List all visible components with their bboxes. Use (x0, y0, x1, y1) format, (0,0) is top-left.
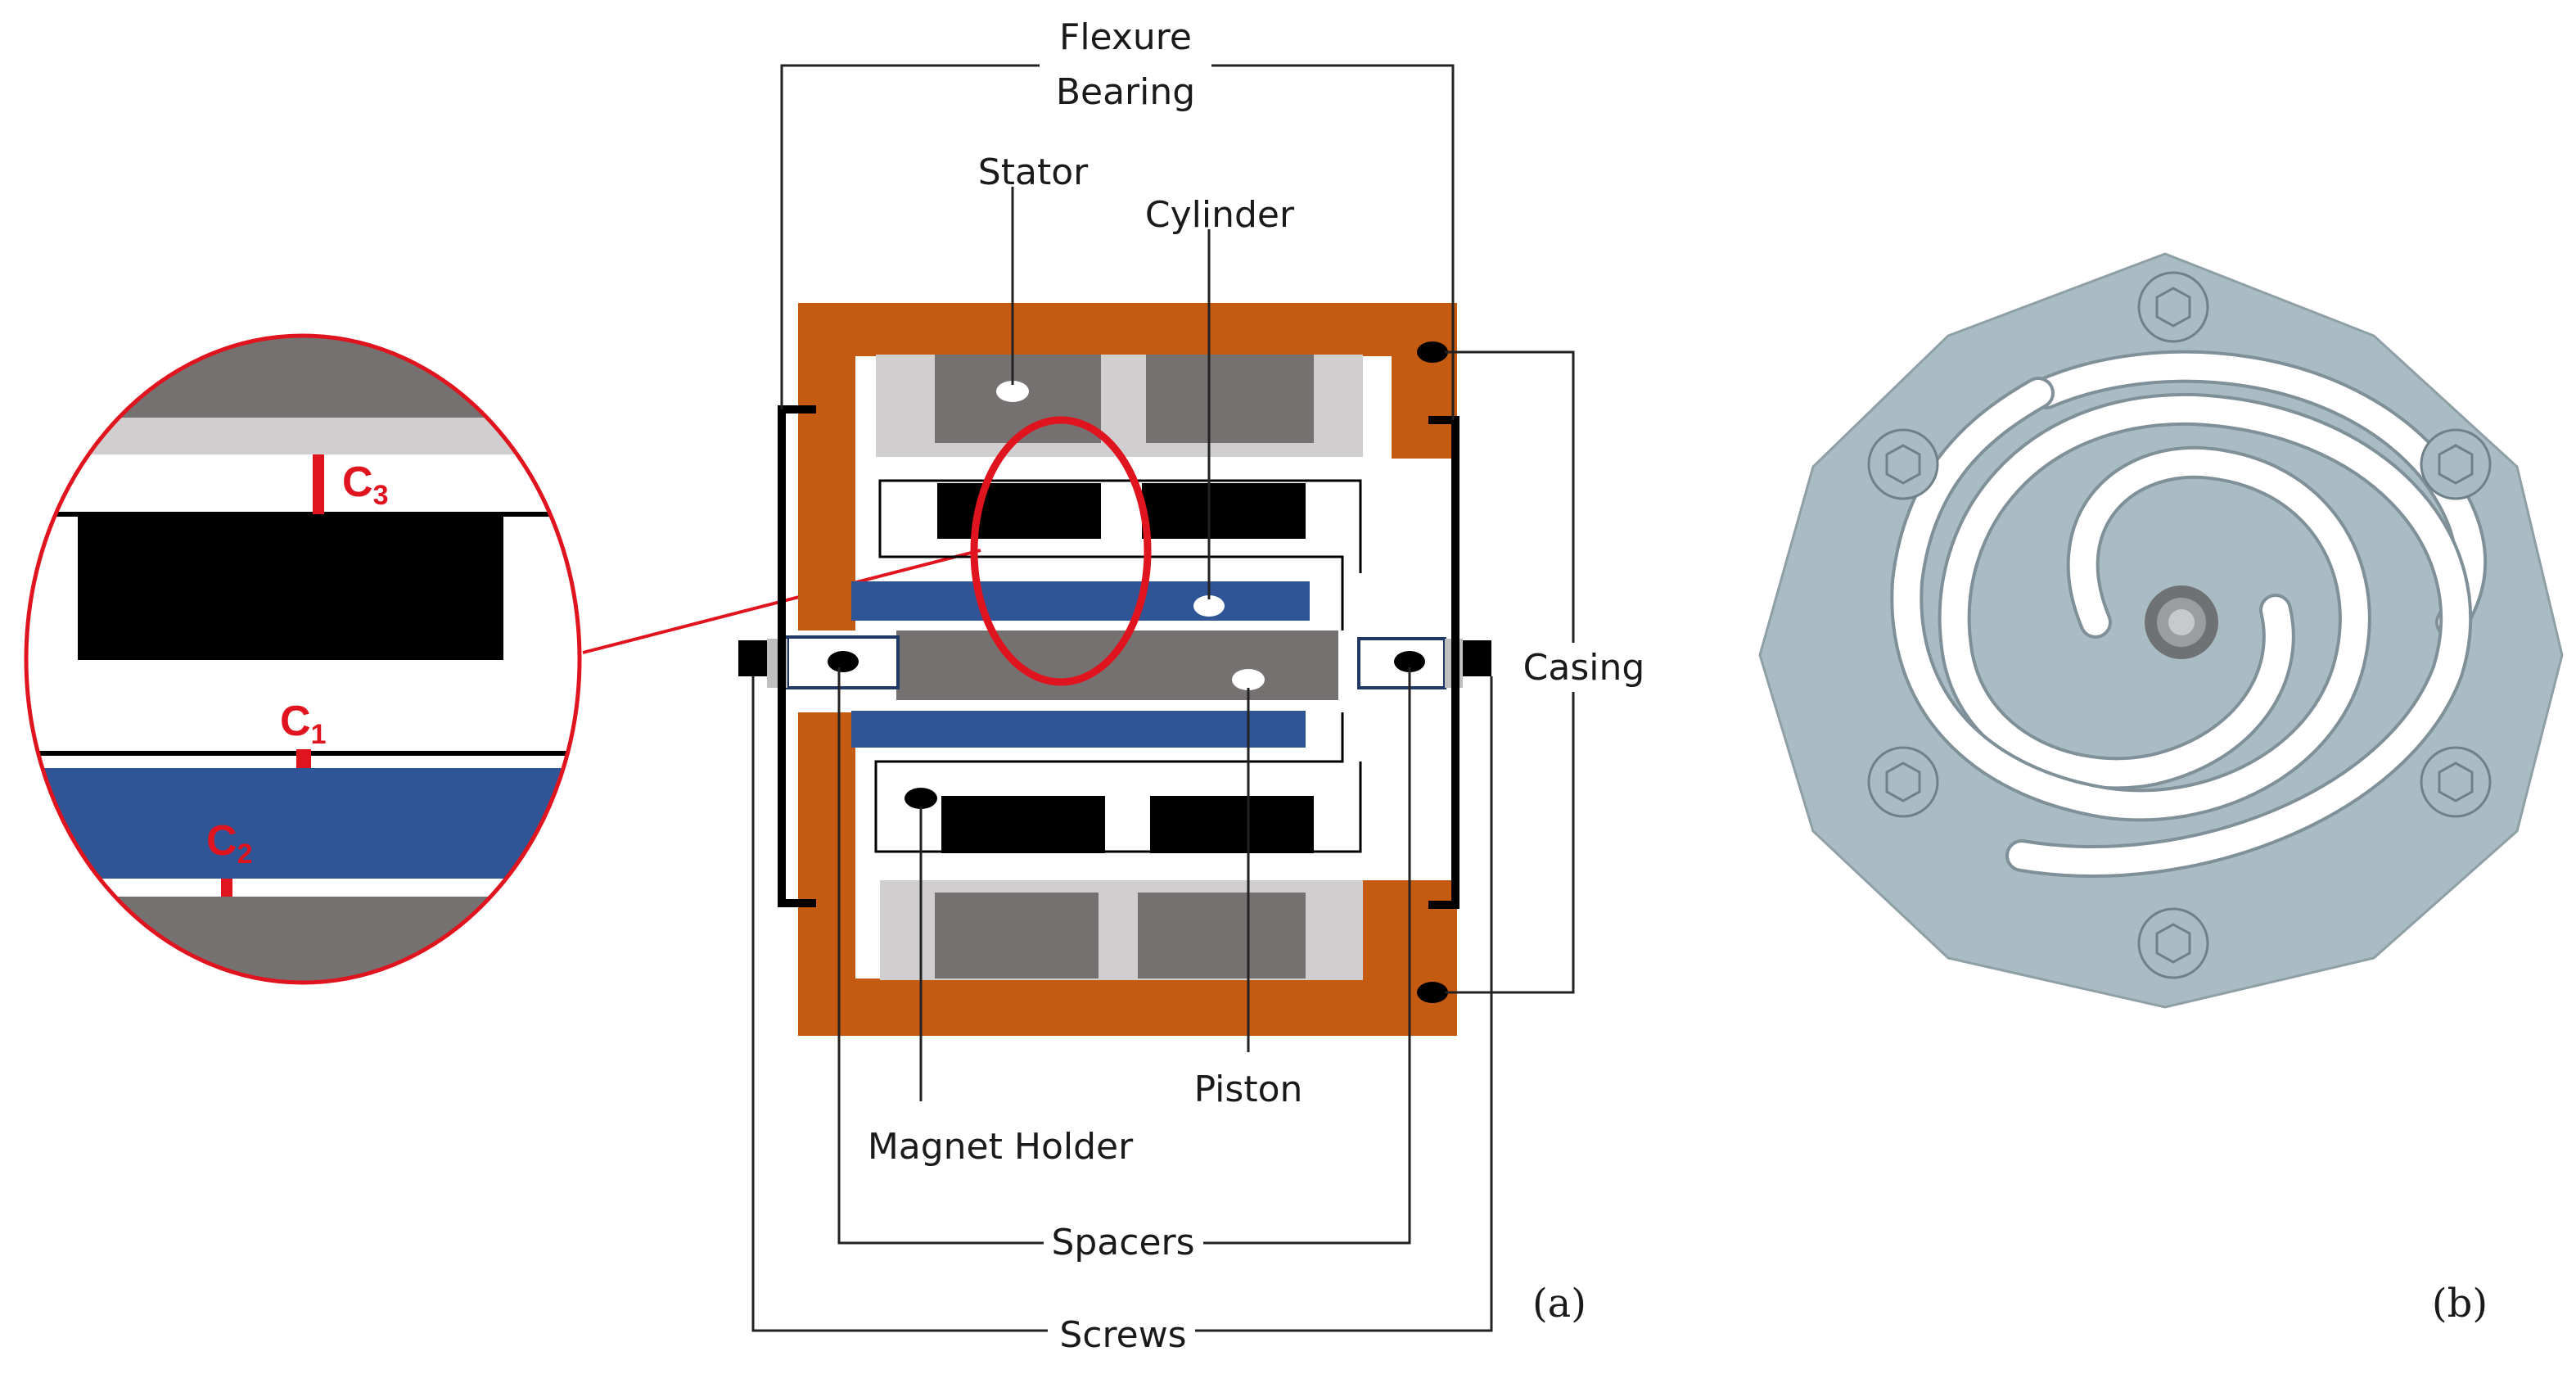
magnet-bottom-2 (1150, 796, 1314, 853)
screw-head-left (738, 640, 767, 676)
clearance-c2-label: C (206, 817, 237, 865)
stator-bottom-iron-2 (1138, 893, 1306, 978)
zoom-outline (24, 333, 582, 985)
spacer-right-dot (1394, 651, 1425, 672)
label-spacers: Spacers (1051, 1222, 1194, 1263)
caption-a: (a) (1532, 1281, 1586, 1327)
svg-text:C1: C1 (280, 698, 326, 750)
piston (896, 630, 1338, 700)
label-flexure-line2: Bearing (1056, 71, 1195, 113)
label-magnet-holder: Magnet Holder (868, 1126, 1134, 1168)
clearance-c3-sub: 3 (373, 480, 389, 511)
magnet-holder-bottom (874, 712, 1362, 853)
clearance-c2-sub: 2 (237, 838, 253, 870)
cross-section: Flexure Bearing Stator Cylinder Casing P… (738, 12, 1658, 1358)
label-stator: Stator (978, 151, 1089, 193)
label-piston: Piston (1194, 1069, 1303, 1110)
label-flexure-line1: Flexure (1059, 16, 1192, 58)
magnet-top-1 (937, 483, 1101, 539)
piston-dot (1232, 669, 1265, 690)
clearance-c3-label: C (342, 459, 373, 506)
cylinder-bottom (851, 711, 1306, 748)
casing-dot-top (1417, 341, 1448, 363)
spacer-left-dot (828, 651, 859, 672)
zoom-magnet (78, 514, 503, 660)
stator-dot (996, 381, 1029, 402)
stator-bottom-iron-1 (935, 893, 1099, 978)
casing-dot-bottom (1417, 982, 1448, 1003)
cylinder-top (851, 581, 1310, 621)
clearance-c3-marker (313, 454, 324, 514)
magnet-holder-dot (905, 788, 937, 809)
caption-b: (b) (2432, 1281, 2488, 1327)
bolt-lower-left (1867, 746, 1939, 818)
zoom-stator-band (26, 336, 580, 418)
flexure-bearing-plate: (b) (1758, 252, 2564, 1327)
zoom-cylinder (26, 768, 580, 879)
clearance-c2-marker (221, 879, 232, 897)
magnet-top-2 (1142, 483, 1306, 539)
zoom-region-highlight (970, 416, 1152, 686)
label-cylinder: Cylinder (1145, 194, 1295, 236)
svg-text:C3: C3 (342, 459, 388, 511)
clearance-c1-marker (296, 749, 311, 768)
magnet-holder-top (878, 479, 1362, 630)
svg-text:C2: C2 (206, 817, 252, 870)
clearance-c1-sub: 1 (311, 719, 327, 750)
bolt-top (2137, 271, 2209, 343)
label-casing: Casing (1523, 647, 1645, 689)
bolt-upper-right (2420, 428, 2492, 500)
clearance-c1-label: C (280, 698, 311, 745)
bolt-lower-right (2420, 746, 2492, 818)
bolt-bottom (2137, 907, 2209, 979)
flexure-bearing-left (778, 405, 816, 907)
stator-top-iron-2 (1146, 355, 1314, 443)
cylinder-dot (1193, 595, 1225, 617)
zoom-piston-band (26, 897, 580, 983)
flexure-bearing-right (1428, 416, 1459, 909)
zoom-stator-backing (26, 418, 580, 454)
label-screws: Screws (1059, 1314, 1186, 1356)
screw-head-right (1463, 640, 1491, 676)
casing (798, 303, 1457, 1036)
bolt-upper-left (1867, 428, 1939, 500)
magnet-bottom-1 (941, 796, 1105, 853)
